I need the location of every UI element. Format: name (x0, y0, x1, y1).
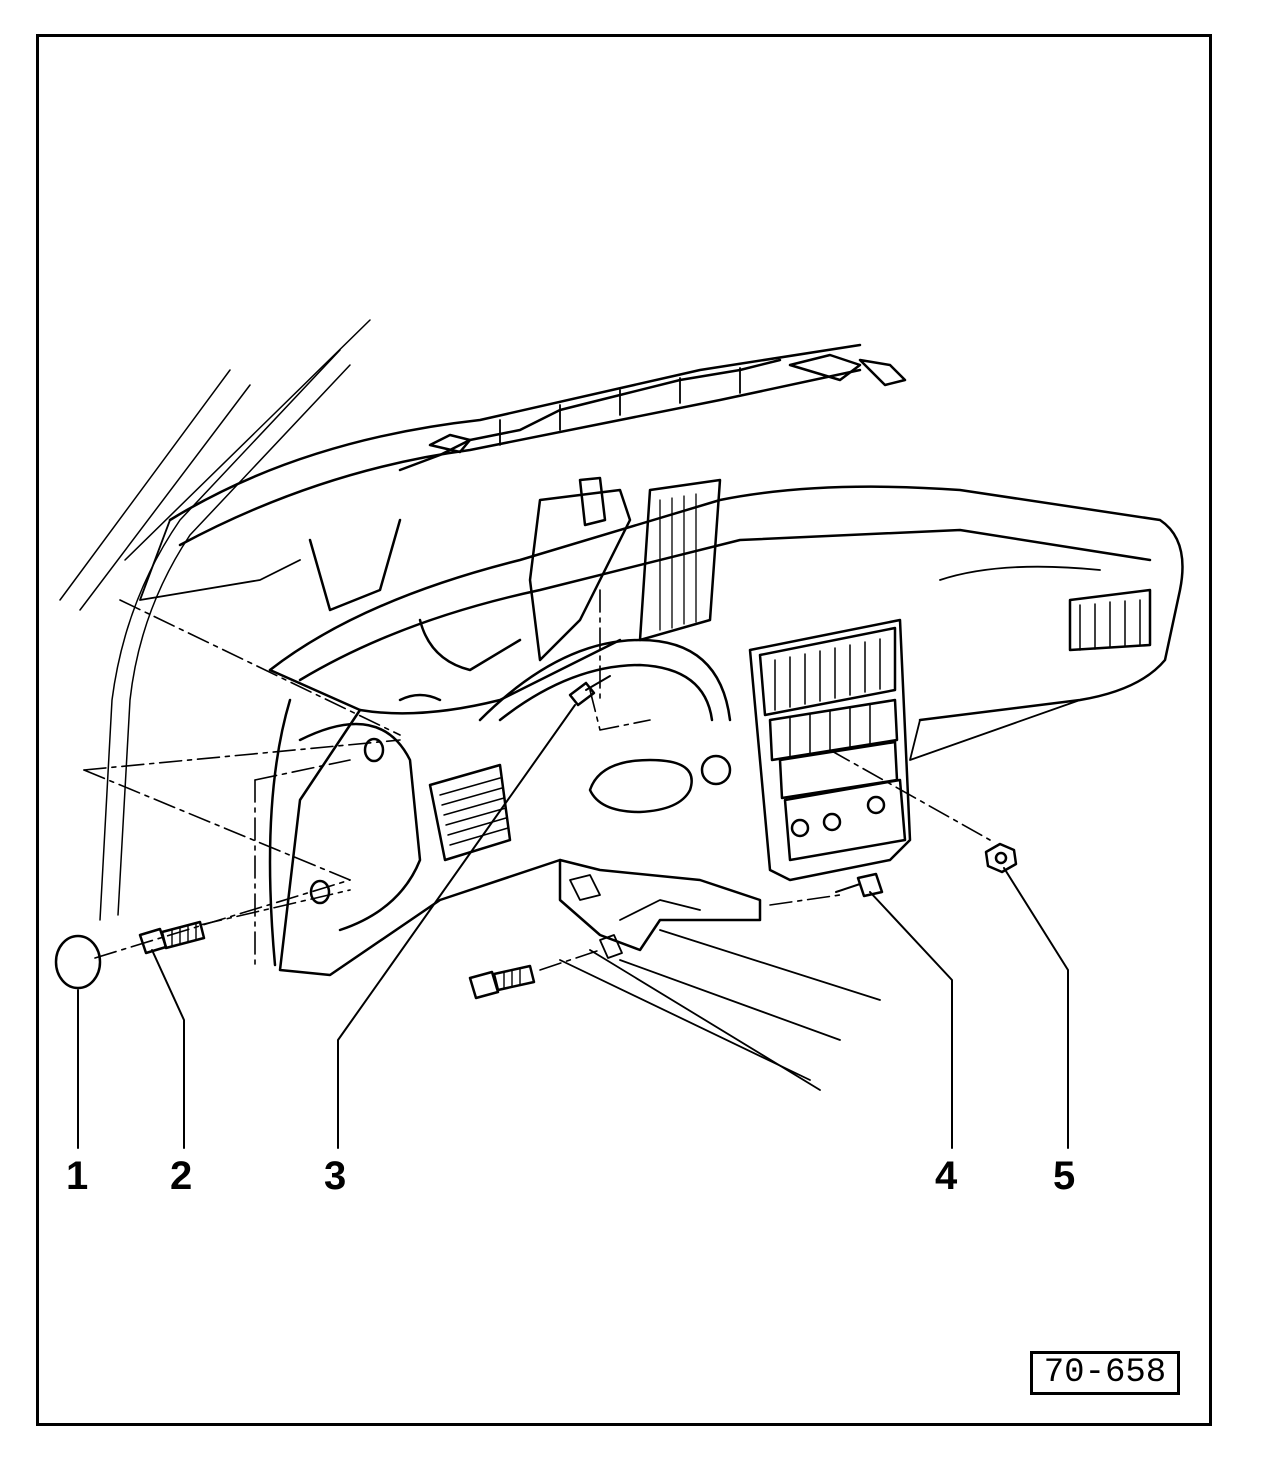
part-4-bolt (835, 872, 884, 898)
callout-2: 2 (170, 1154, 193, 1198)
callout-5: 5 (1053, 1154, 1076, 1198)
windscreen-cowl (139, 343, 907, 612)
a-pillar (59, 319, 371, 921)
callout-1: 1 (66, 1154, 89, 1198)
leader-lines (77, 704, 1069, 1149)
center-console (748, 618, 912, 882)
left-air-vent (428, 763, 512, 862)
support-bracket (528, 476, 762, 959)
callout-3: 3 (324, 1154, 347, 1198)
part-5-nut (984, 842, 1018, 874)
figure-reference: 70-658 (1030, 1351, 1180, 1395)
part-3-screw (568, 675, 611, 707)
assembly-lines (83, 589, 991, 971)
figure-border (36, 34, 1212, 1426)
part-2-bolt (138, 920, 206, 955)
callout-4: 4 (935, 1154, 958, 1198)
part-1-cap (54, 934, 102, 990)
dashboard-panel (268, 485, 1184, 977)
lower-bolt (468, 964, 536, 1000)
floor-lines (559, 929, 881, 1091)
